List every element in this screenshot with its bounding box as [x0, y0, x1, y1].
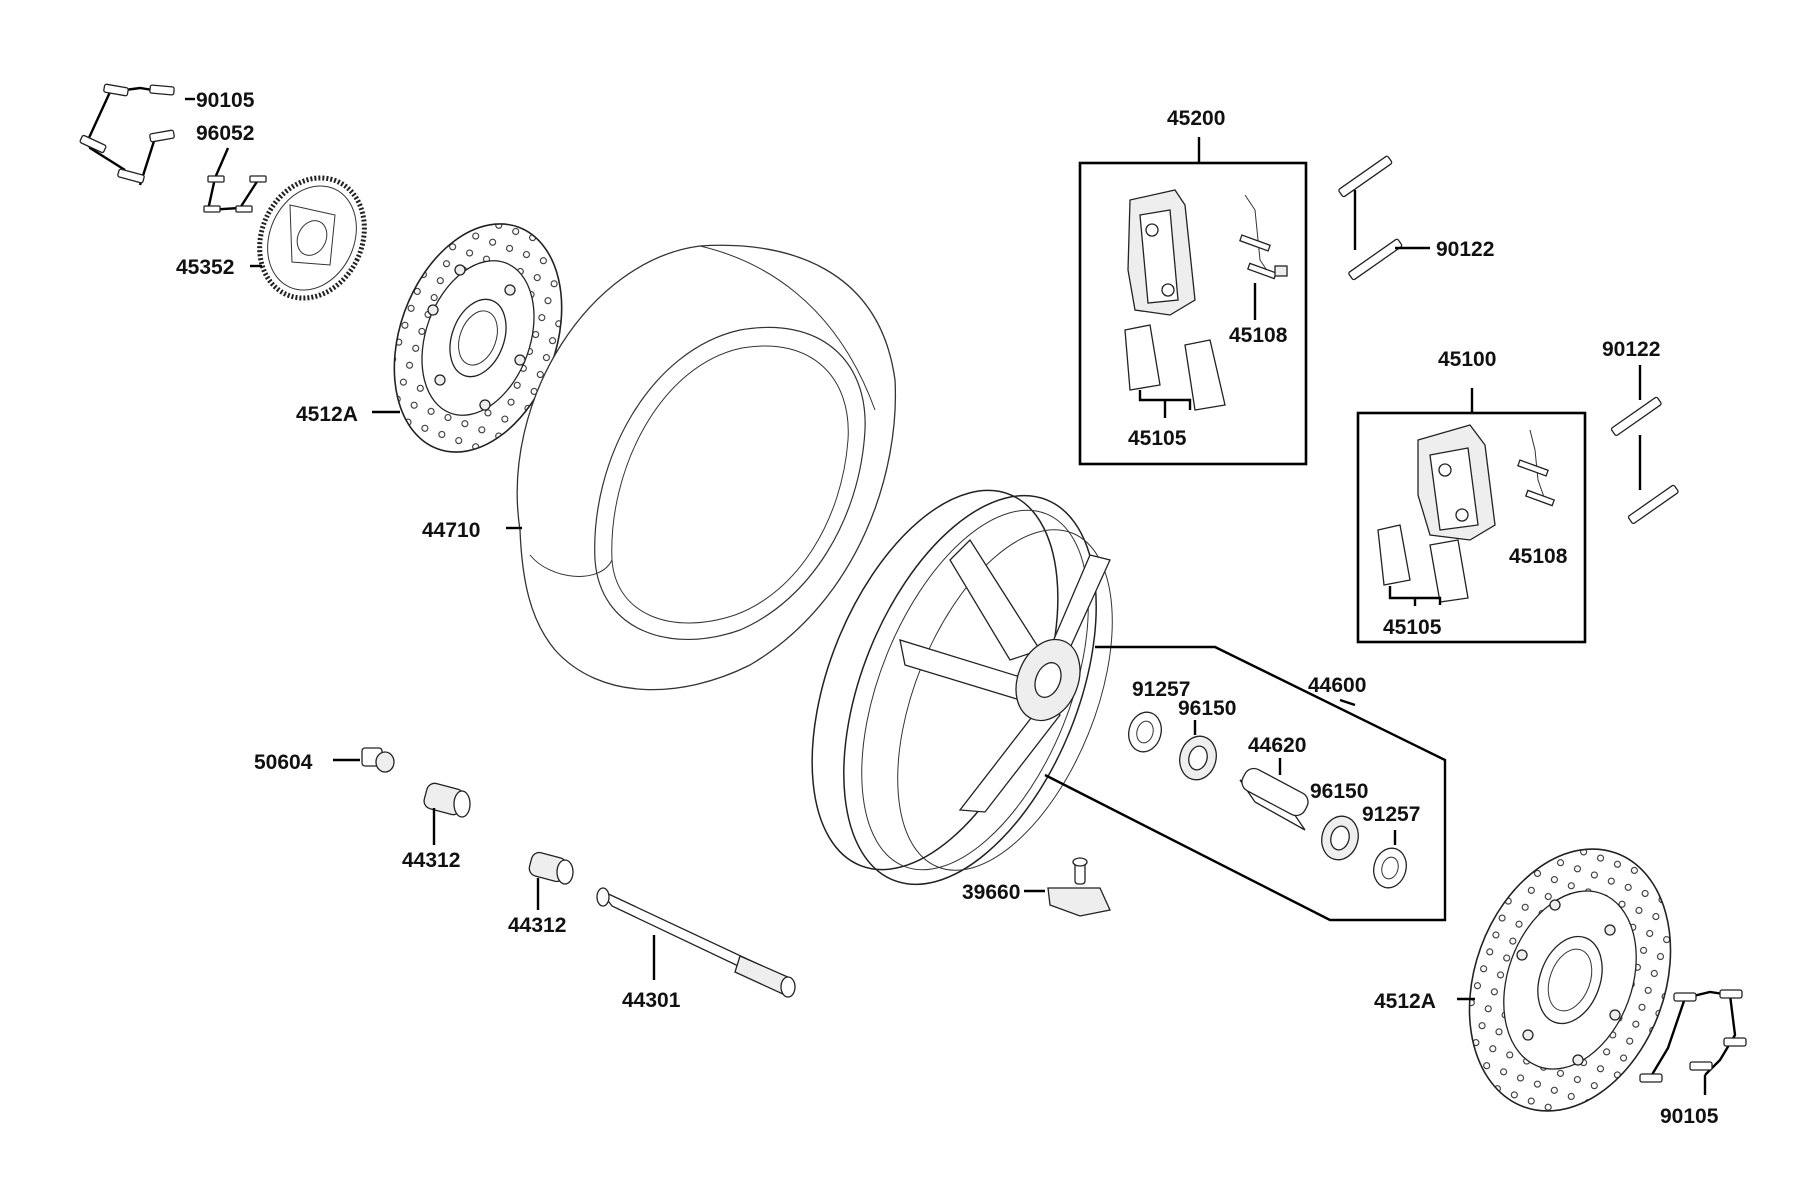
leader-44600	[1339, 698, 1356, 707]
label-45352: 45352	[176, 256, 234, 279]
label-90122-top: 90122	[1436, 238, 1494, 261]
bolt-set-90105-bottom	[1639, 989, 1747, 1095]
pad-pin-45108-b	[1517, 429, 1556, 507]
label-50604: 50604	[254, 751, 313, 774]
label-96150-b: 96150	[1310, 780, 1368, 803]
bolt-set-96052	[203, 147, 267, 213]
label-90105-top: 90105	[196, 89, 255, 112]
axle-44301	[596, 887, 796, 998]
label-90105-bottom: 90105	[1660, 1105, 1719, 1128]
group-outline-44600	[1044, 645, 1447, 922]
bolts-90122-top	[1338, 155, 1403, 281]
label-39660: 39660	[962, 881, 1020, 904]
label-44710: 44710	[422, 519, 480, 542]
label-91257-a: 91257	[1132, 678, 1190, 701]
label-45108-a: 45108	[1229, 324, 1288, 347]
spacer-44620	[1239, 767, 1309, 831]
label-45105-b: 45105	[1383, 616, 1442, 639]
label-45100: 45100	[1438, 348, 1496, 371]
tire-44710	[516, 244, 897, 691]
caliper-45100	[1417, 424, 1496, 541]
seal-91257-b	[1373, 847, 1407, 889]
wheel-rim	[811, 489, 1113, 886]
label-45108-b: 45108	[1509, 545, 1568, 568]
label-96150-a: 96150	[1178, 697, 1236, 720]
label-44600: 44600	[1308, 674, 1366, 697]
group-box-45200	[1078, 161, 1308, 466]
label-96052: 96052	[196, 122, 254, 145]
pad-pin-45108-a	[1239, 194, 1288, 280]
label-45105-a: 45105	[1128, 427, 1187, 450]
seal-91257-a	[1128, 711, 1162, 753]
brake-disc-4512A-right	[1468, 848, 1672, 1112]
brake-pads-45105-b	[1377, 524, 1469, 603]
nut-50604	[361, 747, 395, 773]
collar-44312-a	[423, 782, 471, 818]
tpms-valve-39660	[1047, 857, 1111, 917]
brake-pads-45105-a	[1124, 324, 1226, 411]
collar-44312-b	[528, 851, 574, 885]
label-91257-b: 91257	[1362, 803, 1420, 826]
label-45200: 45200	[1167, 107, 1225, 130]
label-44301: 44301	[622, 989, 681, 1012]
label-4512A-left: 4512A	[296, 403, 358, 426]
abs-tone-ring-45352	[257, 175, 367, 301]
brake-disc-4512A-left	[393, 223, 563, 453]
label-44312-a: 44312	[402, 849, 460, 872]
label-44312-b: 44312	[508, 914, 566, 937]
label-4512A-right: 4512A	[1374, 990, 1436, 1013]
bearing-96150-b	[1321, 815, 1359, 861]
bolts-90122-right	[1610, 365, 1679, 525]
label-44620: 44620	[1248, 734, 1306, 757]
bearing-96150-a	[1179, 735, 1217, 781]
caliper-45200	[1127, 189, 1196, 316]
bolt-set-90105-top	[79, 83, 175, 186]
label-90122-right: 90122	[1602, 338, 1660, 361]
